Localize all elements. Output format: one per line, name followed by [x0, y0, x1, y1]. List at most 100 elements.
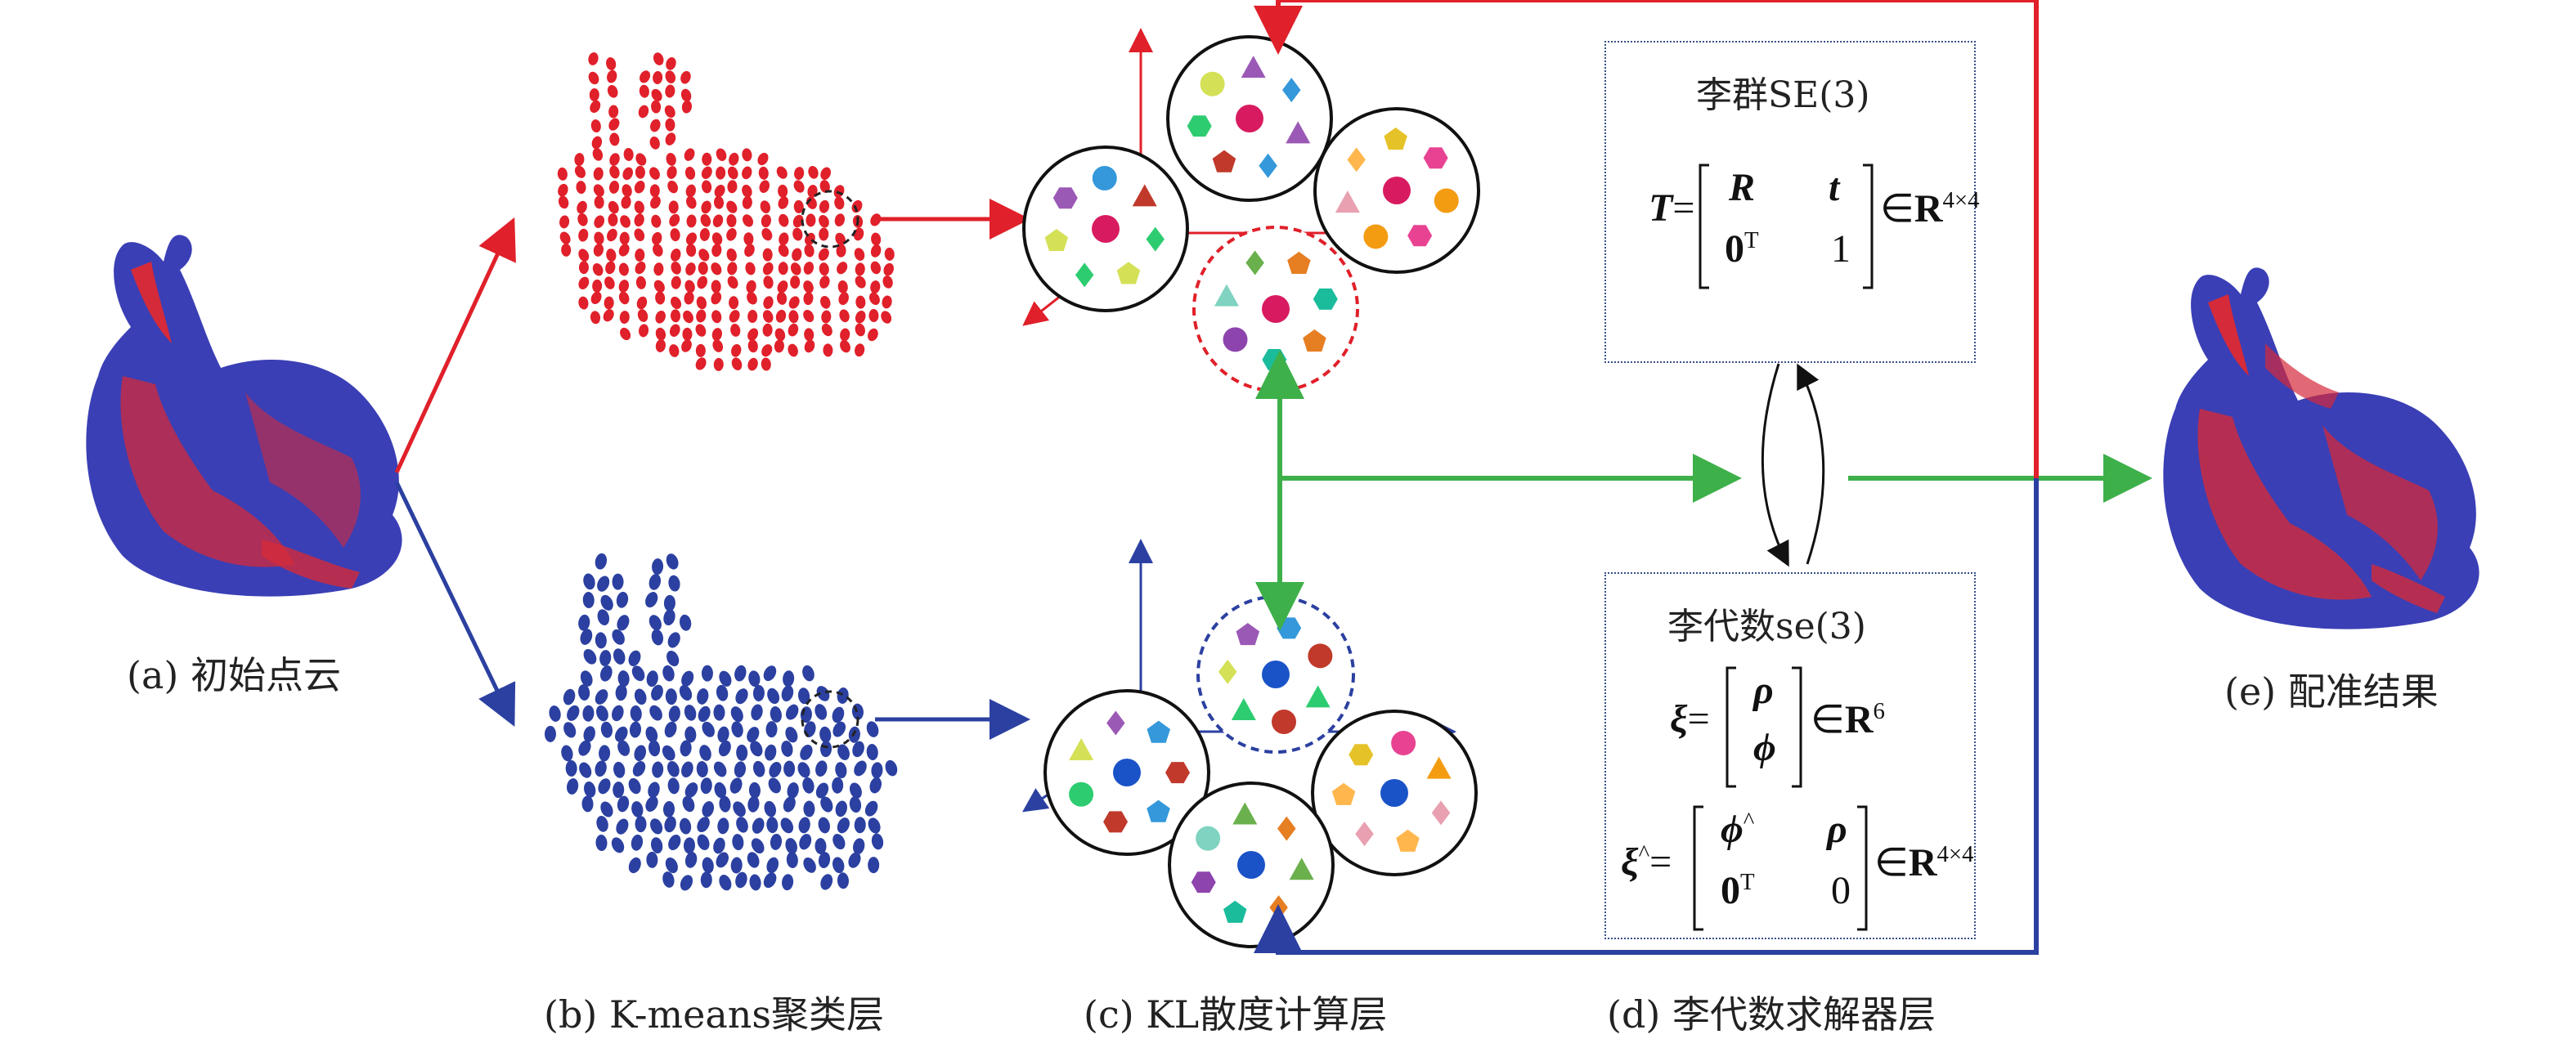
- cluster-point: [666, 152, 676, 166]
- cluster-point: [803, 292, 814, 306]
- cluster-point: [804, 721, 816, 737]
- cluster-point: [794, 167, 805, 181]
- cluster-point: [808, 165, 819, 179]
- cluster-point: [597, 575, 610, 592]
- cluster-point: [617, 615, 630, 631]
- cluster-point: [608, 200, 619, 214]
- cluster-point: [783, 760, 796, 777]
- cluster-point: [759, 180, 770, 193]
- cluster-point: [804, 339, 815, 353]
- cluster-point: [621, 195, 631, 209]
- cluster-point: [651, 214, 662, 228]
- cluster-point: [613, 761, 626, 778]
- cluster-point: [719, 875, 732, 891]
- cluster-point: [714, 781, 727, 799]
- distribution-glyph: [1282, 78, 1301, 103]
- cluster-point: [680, 614, 692, 631]
- cluster-point: [595, 835, 608, 852]
- cluster-point: [663, 594, 675, 611]
- cluster-point: [632, 761, 646, 777]
- cluster-point: [653, 280, 665, 293]
- cluster-point: [803, 280, 814, 293]
- cluster-point: [766, 817, 779, 834]
- cluster-point: [776, 166, 788, 179]
- cluster-point: [871, 762, 883, 779]
- cluster-point: [729, 152, 739, 166]
- cluster-point: [582, 705, 595, 722]
- cluster-point: [852, 741, 864, 758]
- cluster-point: [751, 838, 765, 854]
- cluster-point: [600, 801, 613, 817]
- cluster-point: [609, 165, 620, 179]
- caption-kmeans-layer: (b) K-means聚类层: [544, 992, 885, 1037]
- distribution-glyph: [1407, 225, 1433, 247]
- cluster-point: [783, 796, 796, 813]
- cluster-point: [871, 232, 882, 246]
- cluster-point: [616, 818, 629, 835]
- cluster-point: [838, 292, 849, 306]
- cluster-point: [698, 705, 711, 723]
- cluster-point: [819, 199, 830, 213]
- distribution-glyph: [1434, 188, 1459, 213]
- cluster-point: [683, 837, 695, 854]
- cluster-point: [793, 180, 805, 193]
- cluster-point: [882, 275, 893, 289]
- cluster-point: [774, 328, 786, 342]
- cluster-point: [685, 232, 698, 245]
- cluster-point: [549, 705, 561, 722]
- cluster-point: [590, 119, 601, 133]
- cluster-point: [652, 231, 662, 245]
- cluster-point: [679, 817, 692, 835]
- cluster-point: [711, 328, 722, 341]
- cluster-point: [696, 309, 707, 323]
- distribution-glyph: [1052, 187, 1078, 209]
- cluster-point: [747, 310, 758, 324]
- cluster-point: [628, 650, 641, 666]
- cluster-point: [726, 213, 737, 227]
- caption-registration-result: (e) 配准结果: [2224, 670, 2439, 714]
- cluster-point: [589, 88, 599, 102]
- cluster-point: [679, 685, 693, 701]
- distribution-glyph: [1423, 147, 1448, 169]
- distribution-glyph: [1116, 262, 1141, 284]
- cluster-point: [617, 740, 631, 756]
- cluster-point: [652, 558, 664, 575]
- cluster-point: [667, 777, 680, 795]
- cluster-point: [763, 872, 777, 889]
- cluster-point: [702, 152, 712, 166]
- cluster-point: [615, 726, 628, 742]
- cluster-point: [651, 684, 663, 701]
- cluster-point: [671, 275, 681, 289]
- cluster-point: [854, 760, 867, 777]
- cluster-point: [662, 800, 675, 817]
- cluster-point: [577, 213, 588, 226]
- cluster-point: [774, 339, 784, 353]
- cluster-point: [742, 148, 752, 162]
- cluster-point: [747, 357, 758, 371]
- cluster-point: [730, 323, 741, 337]
- cluster-point: [820, 796, 833, 813]
- arrow-to-blue-cluster: [394, 481, 516, 728]
- cluster-point: [665, 84, 675, 98]
- cluster-point: [834, 196, 845, 210]
- cluster-point: [664, 721, 677, 738]
- cluster-point: [787, 782, 799, 799]
- cluster-point: [864, 800, 878, 817]
- cluster-point: [655, 339, 666, 352]
- cluster-point: [574, 165, 586, 178]
- distribution-glyph: [1044, 228, 1069, 252]
- cluster-point: [578, 261, 589, 275]
- cluster-point: [868, 309, 879, 323]
- cluster-point: [583, 573, 595, 590]
- cluster-point: [745, 262, 756, 275]
- cluster-point: [855, 262, 865, 276]
- cluster-point: [684, 148, 695, 161]
- cluster-point: [640, 70, 651, 83]
- cluster-point: [711, 310, 722, 324]
- distribution-glyph: [1187, 115, 1212, 137]
- blue-feedback-loop: [1254, 478, 2039, 955]
- distribution-glyph: [1245, 250, 1264, 275]
- distribution-glyph: [1200, 71, 1225, 96]
- cluster-point: [559, 215, 570, 229]
- cluster-point: [816, 686, 830, 701]
